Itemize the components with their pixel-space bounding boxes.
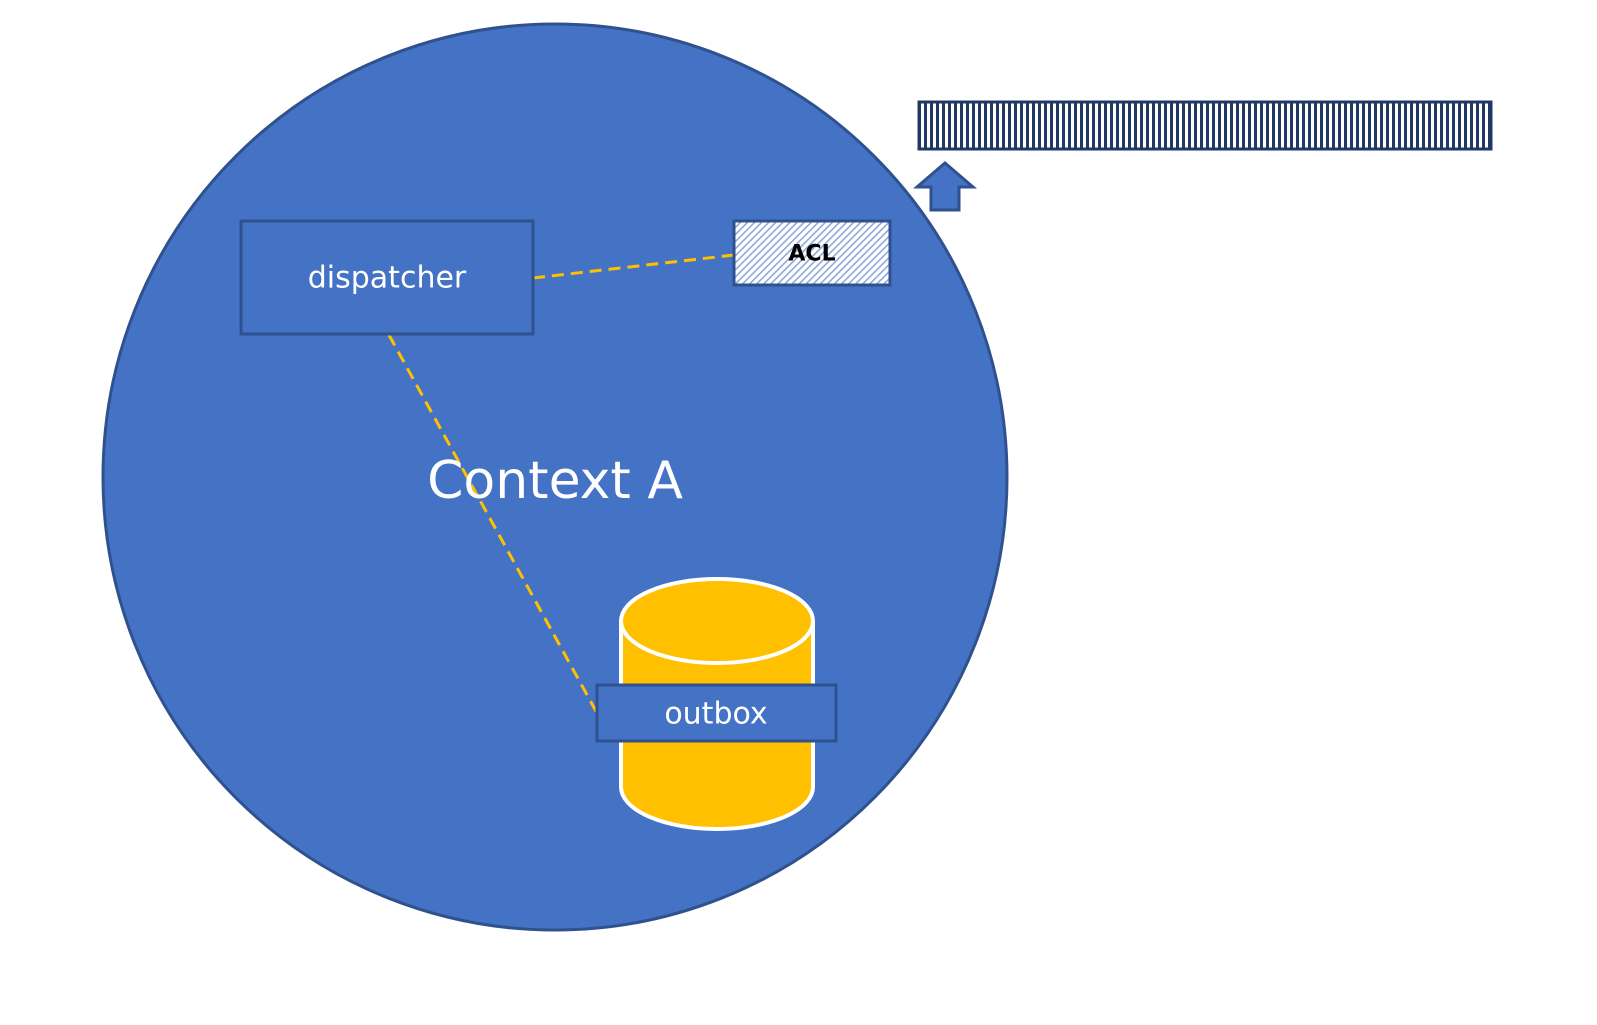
acl-box [732,219,892,287]
dispatcher-acl-connector [532,253,735,280]
message-bus-bar [917,100,1493,151]
dispatcher-outbox-connector [387,334,599,714]
outbox-box [595,683,838,743]
dispatcher-label: dispatcher [308,261,467,296]
up-arrow-icon [912,161,978,212]
outbox-label: outbox [664,697,767,732]
acl-label: ACL [788,242,835,267]
dispatcher-box [239,219,535,336]
context-a-label: Context A [427,451,683,511]
